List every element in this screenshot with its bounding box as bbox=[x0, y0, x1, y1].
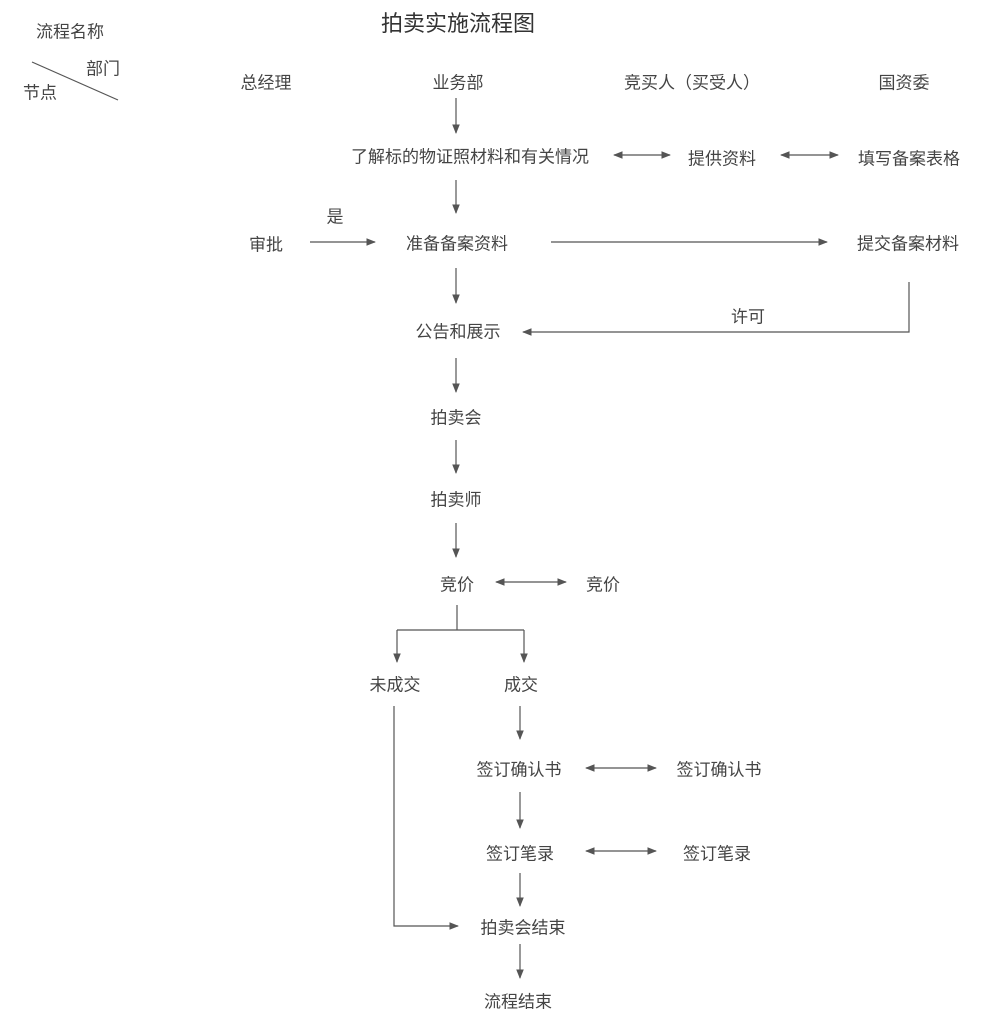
node-confirm: 签订确认书 bbox=[476, 760, 562, 781]
node-record-buyer: 签订笔录 bbox=[683, 844, 751, 865]
node-provide: 提供资料 bbox=[688, 149, 756, 170]
column-bidder: 竞买人（买受人） bbox=[624, 73, 760, 94]
node-auctioneer: 拍卖师 bbox=[430, 490, 482, 511]
node-process-end: 流程结束 bbox=[484, 992, 552, 1013]
node-submit: 提交备案材料 bbox=[857, 234, 959, 255]
node-prepare: 准备备案资料 bbox=[406, 234, 508, 255]
arrow-permit bbox=[522, 282, 910, 336]
node-announce: 公告和展示 bbox=[415, 322, 501, 343]
page-title: 拍卖实施流程图 bbox=[380, 12, 536, 37]
label-permit: 许可 bbox=[731, 307, 765, 328]
node-approve: 审批 bbox=[249, 235, 283, 256]
node-understand: 了解标的物证照材料和有关情况 bbox=[351, 147, 589, 168]
node-fill-form: 填写备案表格 bbox=[858, 149, 960, 170]
process-name-label: 流程名称 bbox=[36, 22, 104, 43]
arrow-no-deal-end bbox=[393, 706, 459, 930]
column-business-dept: 业务部 bbox=[432, 73, 484, 94]
node-label: 节点 bbox=[23, 83, 57, 104]
node-bid: 竞价 bbox=[440, 575, 474, 596]
node-no-deal: 未成交 bbox=[369, 675, 421, 696]
node-auction-end: 拍卖会结束 bbox=[480, 918, 566, 939]
department-label: 部门 bbox=[86, 59, 120, 80]
header-diagonal bbox=[31, 61, 119, 101]
node-confirm-buyer: 签订确认书 bbox=[676, 760, 762, 781]
node-auction: 拍卖会 bbox=[430, 408, 482, 429]
label-yes: 是 bbox=[326, 207, 344, 228]
column-general-manager: 总经理 bbox=[240, 73, 292, 94]
node-bid-buyer: 竞价 bbox=[586, 575, 620, 596]
node-deal: 成交 bbox=[504, 675, 538, 696]
node-record: 签订笔录 bbox=[486, 844, 554, 865]
column-sasac: 国资委 bbox=[878, 73, 930, 94]
